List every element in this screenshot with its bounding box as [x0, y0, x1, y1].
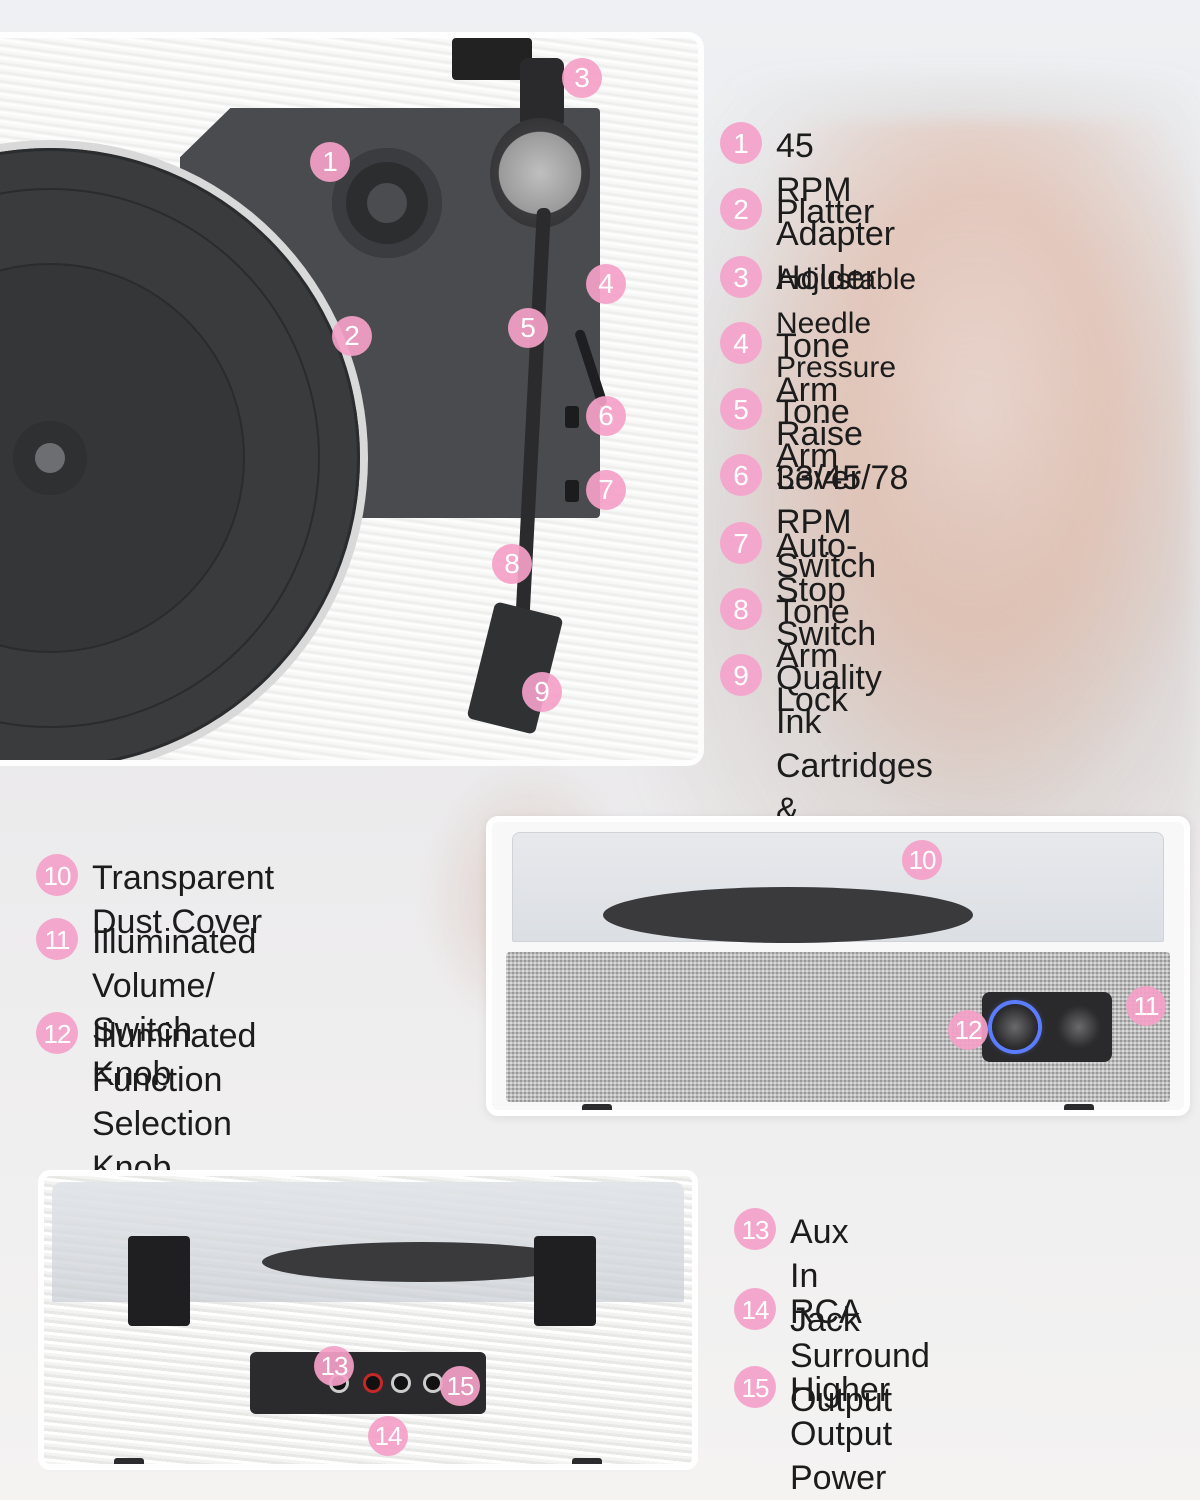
marker-5: 5: [508, 308, 548, 348]
badge-15: 15: [734, 1366, 776, 1408]
badge-3: 3: [720, 256, 762, 298]
badge-7: 7: [720, 522, 762, 564]
adapter-holder: [332, 148, 442, 258]
legend-item-12: 12 Illuminated Function Selection Knob: [36, 1012, 257, 1190]
marker-13: 13: [314, 1346, 354, 1386]
legend-item-11: 11 Illuminated Volume/ Switch Knob: [36, 918, 257, 1096]
marker-10: 10: [902, 840, 942, 880]
legend-item-10: 10 Transparent Dust Cover: [36, 854, 275, 944]
badge-12: 12: [36, 1012, 78, 1054]
marker-11: 11: [1126, 986, 1166, 1026]
turntable-back-view: 13 14 15: [38, 1170, 698, 1470]
badge-11: 11: [36, 918, 78, 960]
legend-label: Auto-Stop Switch: [776, 527, 877, 653]
legend-label: Illuminated Function Selection Knob: [92, 1017, 257, 1187]
legend-label: Higher Output Power: [790, 1371, 893, 1497]
marker-15: 15: [440, 1366, 480, 1406]
foot: [572, 1458, 602, 1464]
legend-item-6: 6 33/45/78 RPM Switch: [720, 454, 909, 588]
badge-4: 4: [720, 322, 762, 364]
hinge-right: [534, 1236, 596, 1326]
marker-12: 12: [948, 1010, 988, 1050]
marker-3: 3: [562, 58, 602, 98]
legend-item-1: 1 45 RPM Adapter Holder: [720, 122, 896, 300]
legend-label: Tone Arm Lock: [776, 593, 850, 719]
background-person-face: [720, 120, 1190, 840]
dust-cover-hinge-clip: [452, 38, 532, 80]
platter-back: [262, 1242, 582, 1282]
platter: [0, 148, 360, 760]
legend-label: Adjustable Needle Pressure: [776, 263, 917, 384]
legend-item-4: 4 Tone Arm Raise Lever: [720, 322, 863, 500]
badge-1: 1: [720, 122, 762, 164]
legend-item-7: 7 Auto-Stop Switch: [720, 522, 877, 656]
badge-5: 5: [720, 388, 762, 430]
marker-2: 2: [332, 316, 372, 356]
legend-item-15: 15 Higher Output Power: [734, 1366, 893, 1500]
cartridge-headshell: [466, 601, 564, 735]
function-knob: [992, 1004, 1038, 1050]
badge-14: 14: [734, 1288, 776, 1330]
badge-13: 13: [734, 1208, 776, 1250]
turntable-top-view: 1 2 3 4 5 6 7 8 9: [0, 38, 698, 760]
foot: [582, 1104, 612, 1110]
legend-item-13: 13 Aux In Jack: [734, 1208, 860, 1342]
platter-front: [603, 887, 973, 943]
badge-6: 6: [720, 454, 762, 496]
badge-10: 10: [36, 854, 78, 896]
legend-label: 45 RPM Adapter Holder: [776, 127, 896, 297]
turntable-front-view: 10 11 12: [486, 816, 1190, 1116]
legend-label: Platter: [776, 193, 875, 231]
rca-jack-left: [394, 1376, 408, 1390]
legend-label: 33/45/78 RPM Switch: [776, 459, 909, 585]
marker-6: 6: [586, 396, 626, 436]
marker-1: 1: [310, 142, 350, 182]
control-panel: [982, 992, 1112, 1062]
legend-label: Illuminated Volume/ Switch Knob: [92, 923, 257, 1093]
badge-9: 9: [720, 654, 762, 696]
legend-label: Aux In Jack: [790, 1213, 860, 1339]
rca-jack-right: [366, 1376, 380, 1390]
legend-item-8: 8 Tone Arm Lock: [720, 588, 850, 722]
legend-item-2: 2 Platter: [720, 188, 875, 234]
volume-knob: [1056, 1004, 1102, 1050]
marker-4: 4: [586, 264, 626, 304]
dc-power-jack: [426, 1376, 440, 1390]
badge-2: 2: [720, 188, 762, 230]
marker-7: 7: [586, 470, 626, 510]
legend-item-3: 3 Adjustable Needle Pressure: [720, 256, 917, 390]
legend-label: Transparent Dust Cover: [92, 859, 275, 941]
auto-stop-switch: [565, 480, 579, 502]
legend-label: RCA Surround Output: [790, 1293, 930, 1419]
marker-9: 9: [522, 672, 562, 712]
legend-label: Tone Arm Raise Lever: [776, 327, 863, 497]
legend-item-5: 5 Tone Arm: [720, 388, 850, 478]
foot: [1064, 1104, 1094, 1110]
hinge-left: [128, 1236, 190, 1326]
foot: [114, 1458, 144, 1464]
dust-cover: [512, 832, 1164, 943]
counterweight: [520, 58, 564, 128]
badge-8: 8: [720, 588, 762, 630]
legend-item-14: 14 RCA Surround Output: [734, 1288, 930, 1422]
marker-14: 14: [368, 1416, 408, 1456]
rpm-switch: [565, 406, 579, 428]
marker-8: 8: [492, 544, 532, 584]
legend-label: Tone Arm: [776, 393, 850, 475]
